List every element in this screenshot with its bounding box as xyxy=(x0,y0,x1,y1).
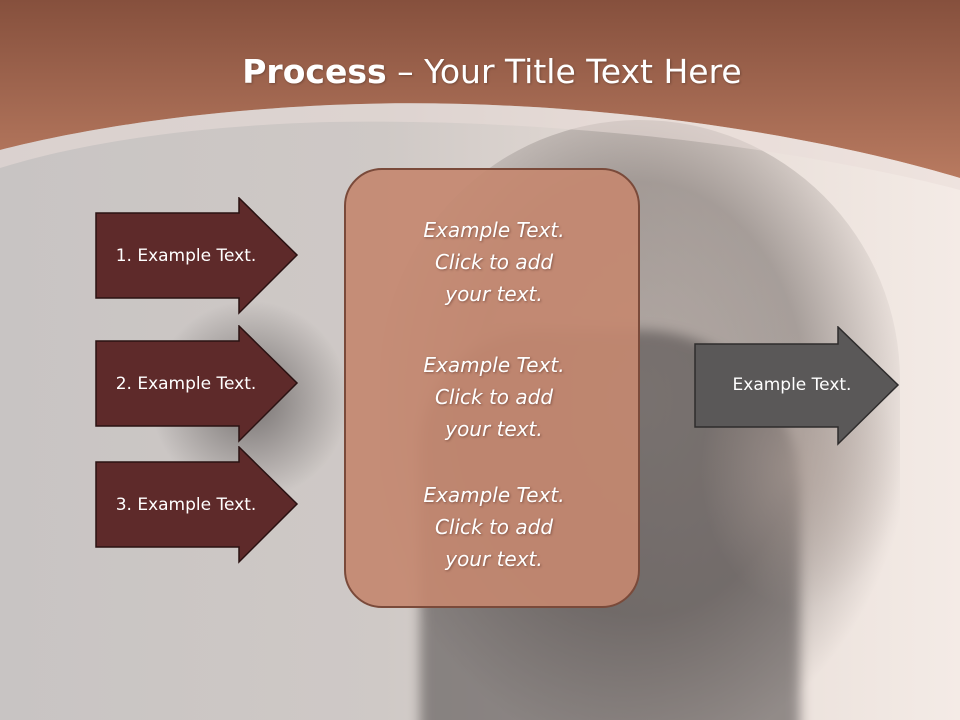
center-block-2-line3: your text. xyxy=(445,417,543,441)
arrow-right-icon xyxy=(95,197,299,315)
center-block-2-line1: Example Text. xyxy=(423,353,565,377)
left-arrow-2-label: 2. Example Text. xyxy=(115,374,257,394)
center-block-3-line1: Example Text. xyxy=(423,483,565,507)
arrow-right-icon xyxy=(95,446,299,564)
center-content-box[interactable]: Example Text. Click to add your text. Ex… xyxy=(344,168,640,608)
center-block-1-line2: Click to add xyxy=(434,250,554,274)
arrow-right-icon xyxy=(694,325,900,446)
center-block-1-line3: your text. xyxy=(445,282,543,306)
arrow-right-icon xyxy=(95,325,299,443)
center-block-1-line1: Example Text. xyxy=(423,218,565,242)
center-block-3-line2: Click to add xyxy=(434,515,554,539)
left-arrow-2[interactable]: 2. Example Text. xyxy=(95,325,299,443)
left-arrow-3[interactable]: 3. Example Text. xyxy=(95,446,299,564)
center-block-3: Example Text. Click to add your text. xyxy=(346,479,642,575)
header-banner xyxy=(0,0,960,190)
title-rest: – Your Title Text Here xyxy=(386,52,742,91)
title-bold: Process xyxy=(242,52,387,91)
right-arrow-label: Example Text. xyxy=(732,375,852,395)
right-arrow[interactable]: Example Text. xyxy=(694,325,900,446)
left-arrow-1[interactable]: 1. Example Text. xyxy=(95,197,299,315)
slide-title: Process – Your Title Text Here xyxy=(0,52,960,91)
center-block-2-line2: Click to add xyxy=(434,385,554,409)
center-block-2: Example Text. Click to add your text. xyxy=(346,349,642,445)
left-arrow-1-label: 1. Example Text. xyxy=(115,246,257,266)
center-block-3-line3: your text. xyxy=(445,547,543,571)
left-arrow-3-label: 3. Example Text. xyxy=(115,495,257,515)
center-block-1: Example Text. Click to add your text. xyxy=(346,214,642,310)
